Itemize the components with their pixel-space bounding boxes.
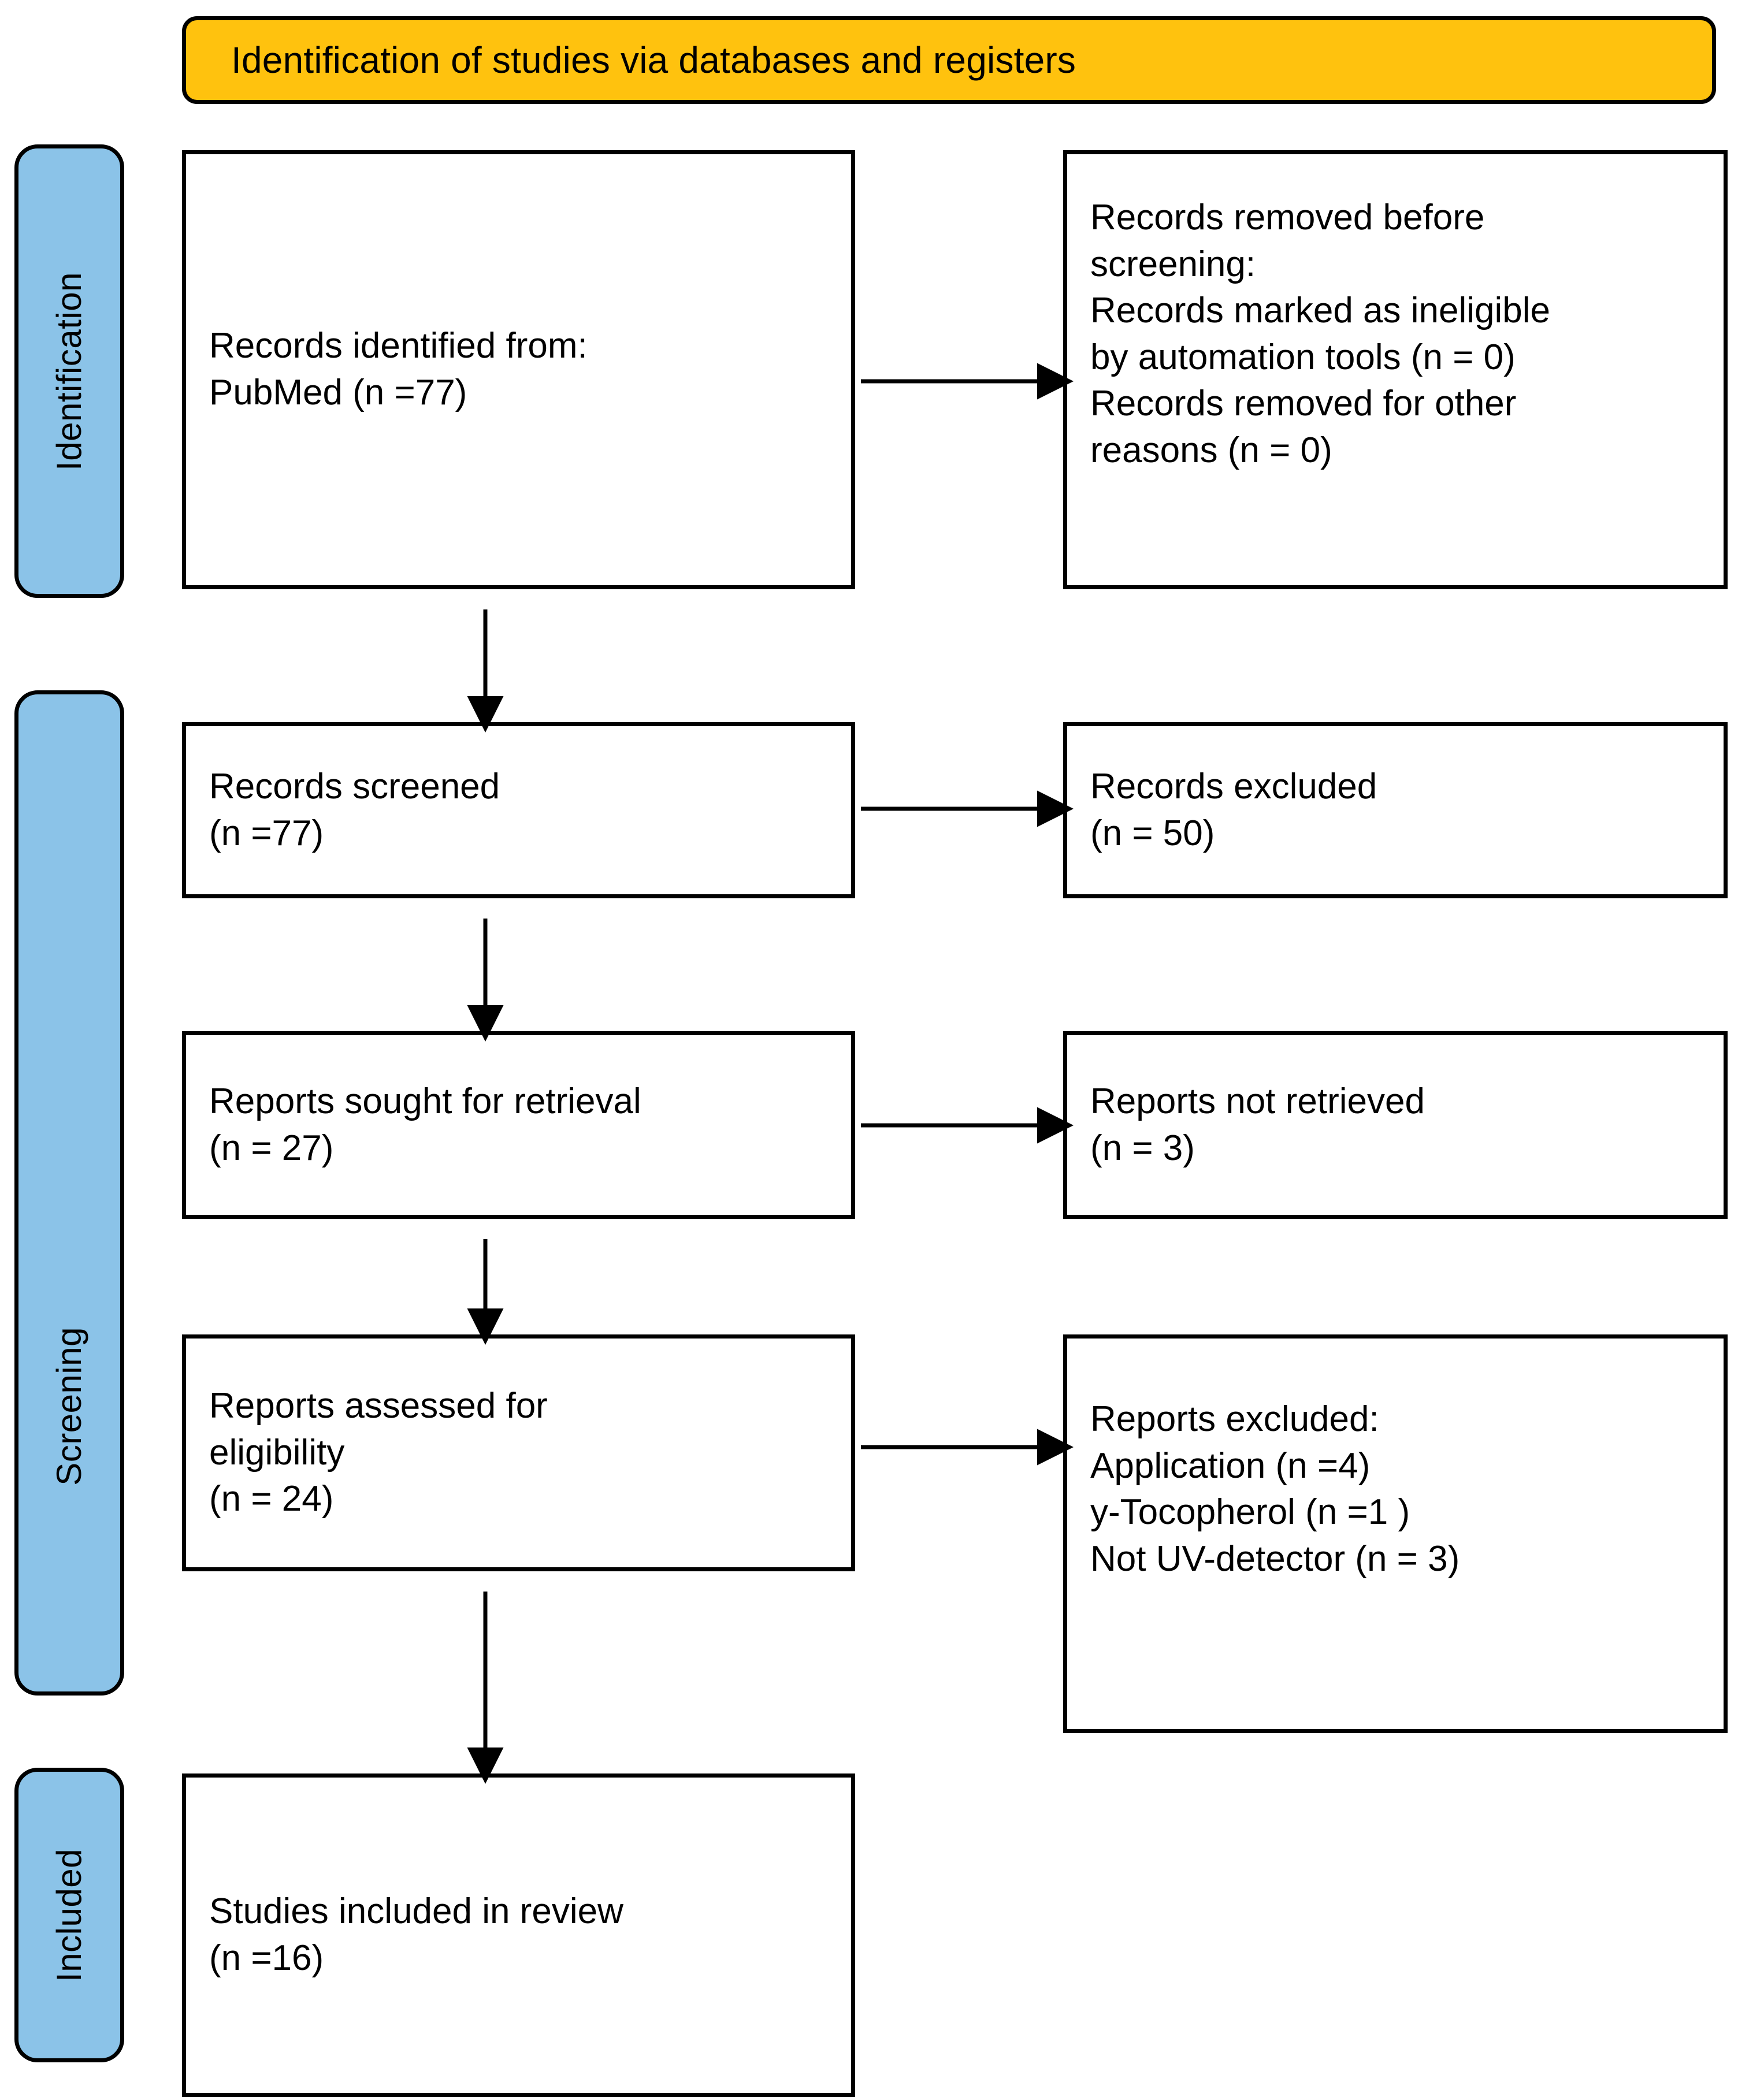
- node-records-removed-before-screening: Records removed before screening: Record…: [1063, 150, 1728, 589]
- stage-label-screening-text: Screening: [50, 1327, 88, 1486]
- node-reports-sought-for-retrieval: Reports sought for retrieval (n = 27): [182, 1031, 855, 1219]
- node-line: Records identified from:: [209, 326, 588, 366]
- node-records-screened: Records screened (n =77): [182, 722, 855, 898]
- node-line: reasons (n = 0): [1090, 430, 1332, 470]
- node-line: Records marked as ineligible: [1090, 291, 1551, 331]
- node-line: Records screened: [209, 766, 500, 806]
- node-line: (n =77): [209, 813, 324, 853]
- node-line: screening:: [1090, 244, 1256, 284]
- node-line: Application (n =4): [1090, 1445, 1371, 1486]
- node-line: Reports not retrieved: [1090, 1081, 1425, 1121]
- node-line: (n = 50): [1090, 813, 1215, 853]
- phase-banner-title: Identification of studies via databases …: [231, 39, 1076, 81]
- node-line: (n = 3): [1090, 1128, 1195, 1168]
- node-line: PubMed (n =77): [209, 373, 467, 412]
- node-line: Reports assessed for: [209, 1386, 548, 1426]
- node-line: y-Tocopherol (n =1 ): [1090, 1492, 1410, 1533]
- node-line: Records excluded: [1090, 766, 1377, 806]
- stage-label-identification: Identification: [14, 144, 124, 598]
- node-reports-not-retrieved: Reports not retrieved (n = 3): [1063, 1031, 1728, 1219]
- node-line: (n =16): [209, 1938, 324, 1978]
- node-studies-included-in-review: Studies included in review (n =16): [182, 1773, 855, 2097]
- node-line: (n = 24): [209, 1479, 334, 1519]
- stage-label-identification-text: Identification: [50, 272, 88, 471]
- node-line: by automation tools (n = 0): [1090, 337, 1516, 377]
- phase-banner-identification: Identification of studies via databases …: [182, 16, 1716, 104]
- stage-label-screening: Screening: [14, 690, 124, 1696]
- node-line: eligibility: [209, 1432, 345, 1473]
- node-line: Reports sought for retrieval: [209, 1081, 641, 1121]
- node-reports-assessed-for-eligibility: Reports assessed for eligibility (n = 24…: [182, 1334, 855, 1571]
- node-records-identified: Records identified from: PubMed (n =77): [182, 150, 855, 589]
- stage-label-included-text: Included: [50, 1848, 88, 1982]
- node-records-excluded: Records excluded (n = 50): [1063, 722, 1728, 898]
- node-line: Records removed before: [1090, 198, 1485, 237]
- node-line: Reports excluded:: [1090, 1399, 1379, 1439]
- node-reports-excluded: Reports excluded: Application (n =4) y-T…: [1063, 1334, 1728, 1733]
- node-line: Studies included in review: [209, 1891, 623, 1932]
- node-line: Records removed for other: [1090, 384, 1517, 424]
- node-line: (n = 27): [209, 1128, 334, 1168]
- node-line: Not UV-detector (n = 3): [1090, 1538, 1460, 1579]
- stage-label-included: Included: [14, 1768, 124, 2062]
